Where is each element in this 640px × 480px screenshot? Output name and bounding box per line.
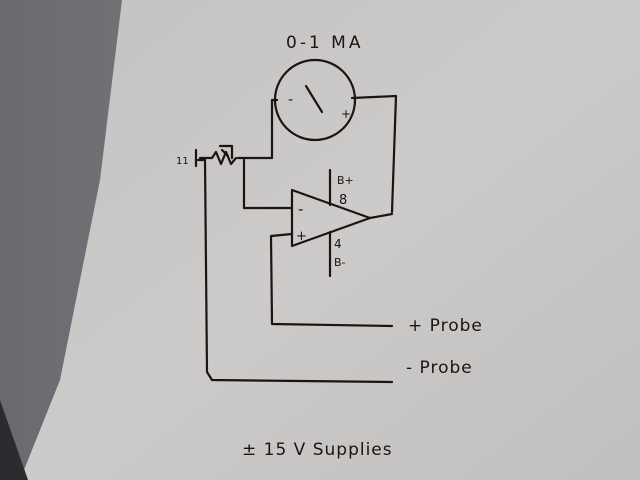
meter-range-label: 0-1 MA: [286, 33, 363, 53]
minus-probe-label: - Probe: [406, 358, 473, 378]
supplies-label: ± 15 V Supplies: [242, 440, 393, 460]
paper-shadow: [0, 400, 28, 480]
pot-wiper: [218, 144, 234, 160]
opamp-inverting-label: -: [298, 200, 303, 218]
meter-needle: [304, 84, 324, 114]
meter-minus-label: -: [288, 92, 293, 108]
wire-meter-right: [350, 94, 398, 214]
opamp-noninverting-label: +: [296, 229, 307, 244]
wire-meter-left: [236, 98, 279, 160]
opamp-vplus-name: B+: [337, 174, 354, 187]
wire-minus-probe: [196, 158, 394, 384]
opamp-vminus-name: B-: [334, 256, 346, 269]
wire-feedback: [242, 158, 294, 210]
plus-probe-label: + Probe: [408, 316, 483, 336]
wire-opamp-output: [368, 212, 394, 220]
wire-noninv-input: [269, 232, 394, 328]
meter-plus-label: +: [341, 107, 351, 121]
opamp-vminus-pin: 4: [334, 237, 342, 251]
opamp-vplus-pin: 8: [339, 193, 347, 208]
pot-pin-label: 11: [176, 156, 189, 167]
pot-resistor: [198, 150, 238, 166]
